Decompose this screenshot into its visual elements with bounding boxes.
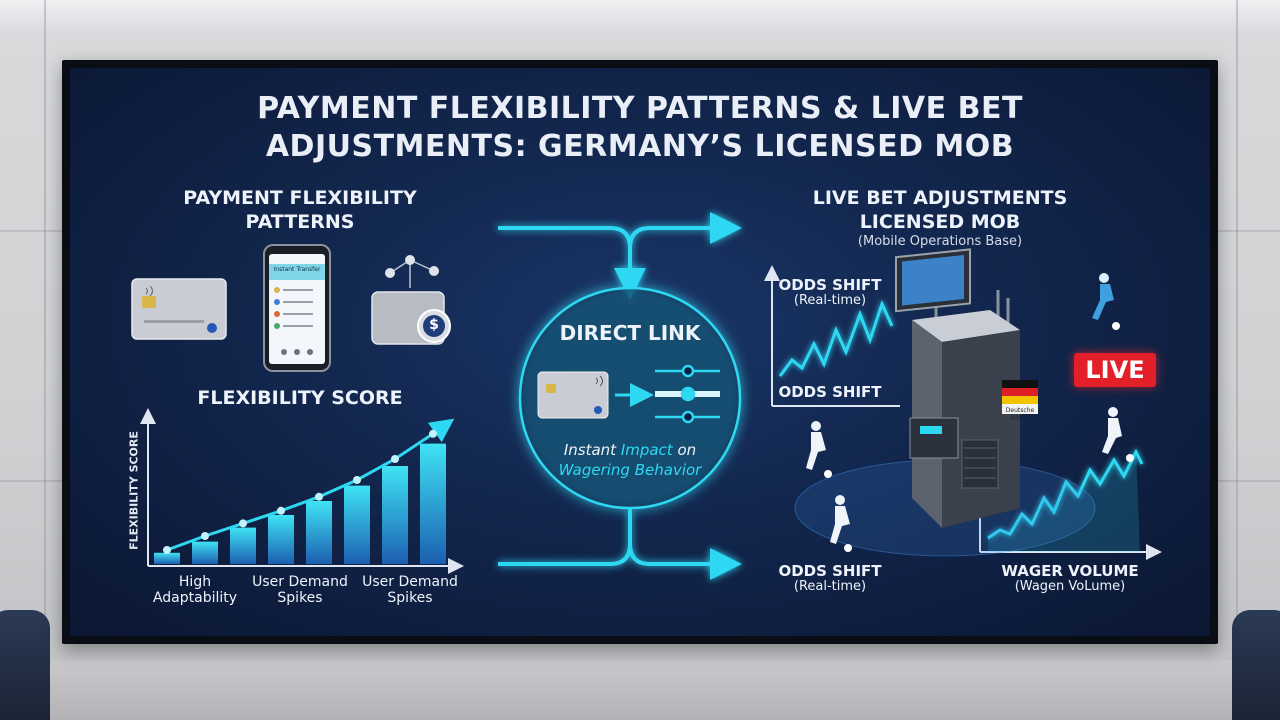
wager-line <box>987 448 1144 540</box>
chair-right <box>1232 610 1280 720</box>
x-label-3-line-2: Spikes <box>387 590 433 606</box>
flag-label: Deutsche Lizenz <box>1005 407 1035 421</box>
live-bet-subheading: (Mobile Operations Base) <box>857 234 1023 249</box>
slider-controls-icon <box>655 364 720 424</box>
flow-line-bottom-left <box>498 543 632 566</box>
payment-heading-line-1: PAYMENT FLEXIBILITY <box>183 187 417 209</box>
wager-area <box>988 452 1140 552</box>
score-bar <box>344 485 370 564</box>
score-bar <box>230 527 256 564</box>
score-trend-point <box>391 455 399 463</box>
caption-line-1: Instant Impact on <box>540 440 720 460</box>
score-bar <box>420 443 446 564</box>
odds-shift-top-title: ODDS SHIFT <box>778 276 882 294</box>
direct-link-heading: DIRECT LINK <box>559 321 701 345</box>
page-title: PAYMENT FLEXIBILITY PATTERNS & LIVE BET … <box>200 90 1080 166</box>
mini-card-icon <box>537 371 609 419</box>
caption-line-2: Wagering Behavior <box>558 461 702 479</box>
odds-line <box>778 299 894 377</box>
score-bar <box>306 501 332 564</box>
right-graphics <box>764 248 1162 560</box>
score-bar <box>192 541 218 564</box>
wager-volume: WAGER VOLUME (Wagen VoLume) <box>990 563 1150 595</box>
caption-impact: Impact <box>620 441 673 459</box>
caption-on: on <box>672 441 697 459</box>
odds-shift-top: ODDS SHIFT (Real-time) <box>770 277 890 309</box>
score-trend-point <box>353 476 361 484</box>
direct-link-flow <box>498 212 742 580</box>
title-line-1: PAYMENT FLEXIBILITY PATTERNS & LIVE BET <box>257 91 1023 126</box>
x-label-2-line-2: Spikes <box>277 590 323 606</box>
player-figure-right <box>1102 407 1134 462</box>
x-label-1: High Adaptability <box>140 574 250 606</box>
score-trend-point <box>163 546 171 554</box>
live-bet-heading-line-2: LICENSED MOB <box>859 211 1021 233</box>
x-label-2-line-1: User Demand <box>252 574 348 590</box>
credit-card-icon <box>131 278 227 340</box>
title-line-2: ADJUSTMENTS: GERMANY’S LICENSED MOB <box>265 129 1015 164</box>
odds-shift-bottom-sub: (Real-time) <box>793 579 867 594</box>
wager-volume-sub: (Wagen VoLume) <box>1014 579 1126 594</box>
payment-heading-line-2: PATTERNS <box>245 211 355 233</box>
score-bar <box>154 552 180 564</box>
betting-kiosk-icon <box>895 248 1020 528</box>
live-badge: LIVE <box>1074 353 1156 387</box>
x-label-1-line-1: High <box>178 574 212 590</box>
caption-instant: Instant <box>563 441 621 459</box>
score-bar <box>382 466 408 564</box>
payment-patterns-heading: PAYMENT FLEXIBILITY PATTERNS <box>150 186 450 234</box>
smartphone-icon <box>263 244 331 372</box>
ceiling <box>0 0 1280 36</box>
odds-shift-bottom-title: ODDS SHIFT <box>778 562 882 580</box>
floor <box>0 660 1280 720</box>
phone-banner-text: Instant Transfer <box>273 266 321 273</box>
player-figure-bottom <box>830 495 852 552</box>
direct-link-caption: Instant Impact on Wagering Behavior <box>540 440 720 480</box>
x-label-2: User Demand Spikes <box>245 574 355 606</box>
player-figure-left <box>806 421 832 478</box>
odds-shift-mid: ODDS SHIFT <box>778 383 882 401</box>
german-flag-icon <box>1002 380 1038 414</box>
score-trend-point <box>277 506 285 515</box>
wallet-icon <box>371 255 451 345</box>
x-label-3-line-1: User Demand <box>362 574 458 590</box>
score-trend-point <box>201 532 209 540</box>
dollar-icon: $ <box>429 317 439 333</box>
display-screen: PAYMENT FLEXIBILITY PATTERNS & LIVE BET … <box>70 68 1210 636</box>
score-trend-point <box>315 492 323 501</box>
flow-arrow-right-top <box>628 212 742 249</box>
live-bet-heading-line-1: LIVE BET ADJUSTMENTS <box>812 187 1068 209</box>
player-figure-top <box>1092 273 1120 330</box>
flexibility-score-heading: FLEXIBILITY SCORE <box>197 387 403 409</box>
wager-volume-title: WAGER VOLUME <box>1001 562 1139 580</box>
x-label-1-line-2: Adaptability <box>152 590 238 606</box>
score-trend-point <box>239 519 247 528</box>
score-trend-point <box>429 429 437 438</box>
flexibility-score-chart <box>140 408 464 574</box>
chair-left <box>0 610 50 720</box>
left-icons <box>131 244 451 372</box>
odds-shift-bottom: ODDS SHIFT (Real-time) <box>770 563 890 595</box>
score-bar <box>268 515 294 564</box>
live-bet-heading: LIVE BET ADJUSTMENTS LICENSED MOB <box>790 186 1090 234</box>
x-label-3: User Demand Spikes <box>355 574 465 606</box>
odds-shift-top-sub: (Real-time) <box>793 293 867 308</box>
